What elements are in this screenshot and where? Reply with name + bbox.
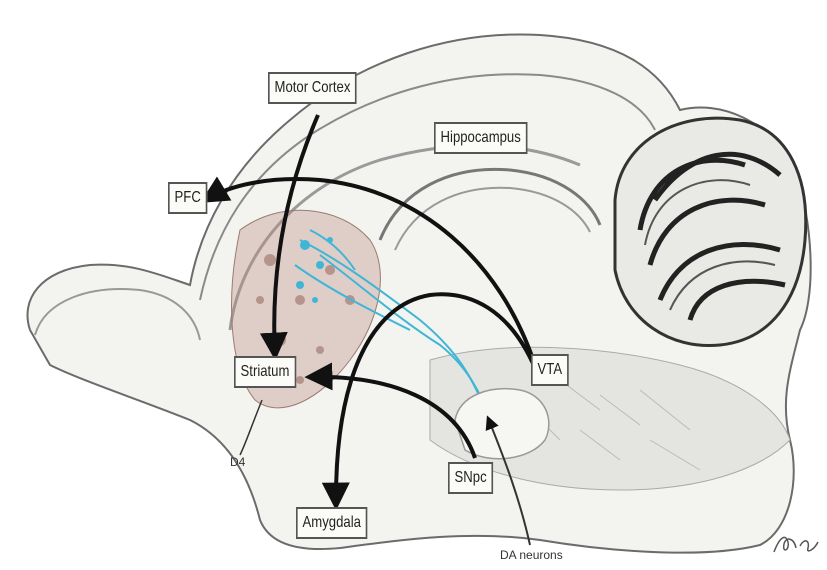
cerebellum <box>615 118 806 345</box>
label-hippocampus: Hippocampus <box>434 122 527 154</box>
label-motor-cortex: Motor Cortex <box>268 72 357 104</box>
label-snpc: SNpc <box>448 462 493 494</box>
artist-signature <box>770 528 824 558</box>
annotation-da-neurons: DA neurons <box>500 548 563 562</box>
label-pfc: PFC <box>168 182 207 214</box>
label-striatum: Striatum <box>234 356 296 388</box>
label-amygdala: Amygdala <box>296 507 367 539</box>
annotation-d4: D4 <box>230 455 245 469</box>
label-vta: VTA <box>531 354 569 386</box>
